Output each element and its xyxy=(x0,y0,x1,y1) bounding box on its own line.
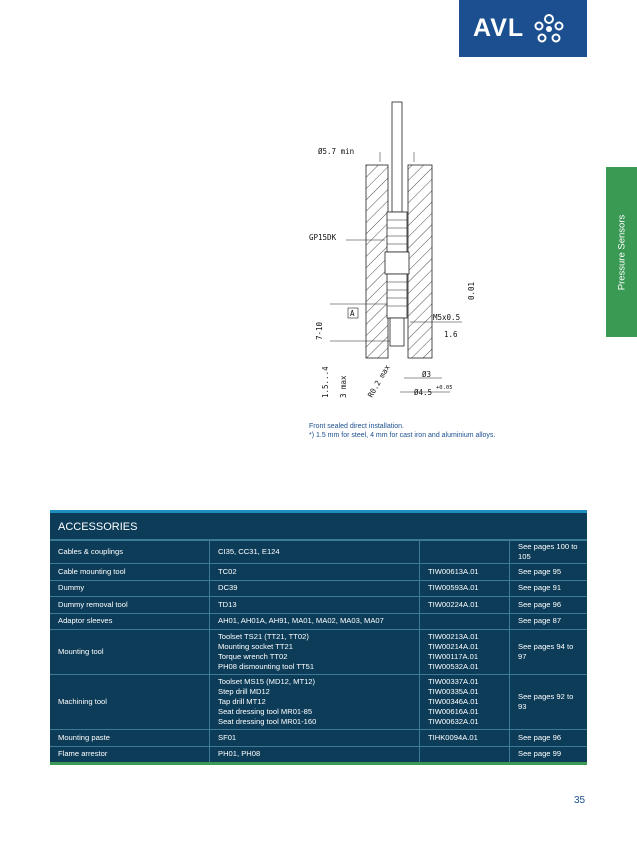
dim-bore: Ø3 xyxy=(422,370,431,379)
accessory-name: Mounting tool xyxy=(50,629,210,675)
dim-sensor-type: GP15DK xyxy=(309,233,337,242)
table-row: Mounting paste SF01 TIHK0094A.01 See pag… xyxy=(50,729,587,746)
accessory-codes: TIW00337A.01 TIW00335A.01 TIW00346A.01 T… xyxy=(419,674,510,730)
sensor-tip xyxy=(389,317,405,347)
accessory-codes xyxy=(419,745,510,762)
dim-datum: A xyxy=(350,309,355,318)
accessory-name: Cables & couplings xyxy=(50,540,210,564)
accessory-items: AH01, AH01A, AH91, MA01, MA02, MA03, MA0… xyxy=(209,612,420,630)
dim-radius: R0.2 max xyxy=(366,363,392,399)
accessory-name: Flame arrestor xyxy=(50,745,210,762)
accessory-name: Adaptor sleeves xyxy=(50,612,210,630)
accessory-items: Toolset TS21 (TT21, TT02) Mounting socke… xyxy=(209,629,420,675)
sensor-body-upper xyxy=(386,211,408,253)
accessory-items: Toolset MS15 (MD12, MT12) Step drill MD1… xyxy=(209,674,420,730)
table-row: Machining tool Toolset MS15 (MD12, MT12)… xyxy=(50,674,587,730)
table-row: Flame arrestor PH01, PH08 See page 99 xyxy=(50,745,587,762)
caption-line-1: Front sealed direct installation. xyxy=(309,423,404,430)
accessory-name: Dummy removal tool xyxy=(50,596,210,613)
avl-emblem-icon xyxy=(534,13,564,42)
table-row: Dummy DC39 TIW00593A.01 See page 91 xyxy=(50,579,587,597)
dim-max-depth: 3 max xyxy=(339,375,348,398)
dim-seat-diameter: Ø4.5 xyxy=(414,388,432,397)
dim-seat-depth: 1.5...4 xyxy=(321,366,330,398)
accessory-items: PH01, PH08 xyxy=(209,745,420,762)
accessory-codes xyxy=(419,540,510,564)
sensor-hex xyxy=(384,251,410,275)
accessory-items: CI35, CC31, E124 xyxy=(209,540,420,564)
table-row: Dummy removal tool TD13 TIW00224A.01 See… xyxy=(50,596,587,613)
dim-diameter-min: Ø5.7 min xyxy=(318,147,354,156)
section-tab-pressure-sensors[interactable]: Pressure Sensors xyxy=(606,167,637,337)
caption-line-2: *) 1.5 mm for steel, 4 mm for cast iron … xyxy=(309,432,496,439)
accessory-page-link[interactable]: See pages 100 to 105 xyxy=(509,540,587,564)
cable xyxy=(391,101,403,213)
accessory-name: Cable mounting tool xyxy=(50,563,210,580)
accessory-codes: TIW00224A.01 xyxy=(419,596,510,613)
accessory-page-link[interactable]: See page 96 xyxy=(509,729,587,746)
table-row: Cables & couplings CI35, CC31, E124 See … xyxy=(50,540,587,564)
dim-tolerance: 0.01 xyxy=(467,282,476,300)
brand-name: AVL xyxy=(473,14,525,42)
table-row: Mounting tool Toolset TS21 (TT21, TT02) … xyxy=(50,629,587,675)
accessory-page-link[interactable]: See page 95 xyxy=(509,563,587,580)
installation-drawing: Ø5.7 min GP15DK M5x0.5 0.01 A 1.6 7-10 1… xyxy=(309,101,476,399)
table-row: Cable mounting tool TC02 TIW00613A.01 Se… xyxy=(50,563,587,580)
sensor-thread xyxy=(386,273,408,319)
dim-roughness: 1.6 xyxy=(444,330,458,339)
accessory-items: SF01 xyxy=(209,729,420,746)
table-row: Adaptor sleeves AH01, AH01A, AH91, MA01,… xyxy=(50,612,587,630)
dim-thread: M5x0.5 xyxy=(433,313,460,322)
drawing-caption: Front sealed direct installation. *) 1.5… xyxy=(309,422,495,440)
accessory-codes: TIW00593A.01 xyxy=(419,579,510,597)
accessory-items: DC39 xyxy=(209,579,420,597)
accessory-page-link[interactable]: See pages 92 to 93 xyxy=(509,674,587,730)
wall-right xyxy=(407,164,433,359)
accessory-page-link[interactable]: See page 99 xyxy=(509,745,587,762)
accessory-codes: TIHK0094A.01 xyxy=(419,729,510,746)
dim-depth: 7-10 xyxy=(315,321,324,340)
accessory-page-link[interactable]: See page 87 xyxy=(509,612,587,630)
accessory-name: Mounting paste xyxy=(50,729,210,746)
accessory-codes: TIW00213A.01 TIW00214A.01 TIW00117A.01 T… xyxy=(419,629,510,675)
accessory-name: Machining tool xyxy=(50,674,210,730)
accessory-items: TC02 xyxy=(209,563,420,580)
accessory-page-link[interactable]: See pages 94 to 97 xyxy=(509,629,587,675)
accessory-items: TD13 xyxy=(209,596,420,613)
avl-logo: AVL xyxy=(459,0,587,57)
accessories-table: ACCESSORIES Cables & couplings CI35, CC3… xyxy=(50,510,587,765)
page-number: 35 xyxy=(574,795,586,806)
accessory-codes: TIW00613A.01 xyxy=(419,563,510,580)
accessory-codes xyxy=(419,612,510,630)
dim-tolerance-plus: +0.05 xyxy=(436,385,453,391)
section-tab-label: Pressure Sensors xyxy=(616,214,628,290)
accessory-name: Dummy xyxy=(50,579,210,597)
accessory-page-link[interactable]: See page 91 xyxy=(509,579,587,597)
accessory-page-link[interactable]: See page 96 xyxy=(509,596,587,613)
accessories-title: ACCESSORIES xyxy=(50,513,587,540)
